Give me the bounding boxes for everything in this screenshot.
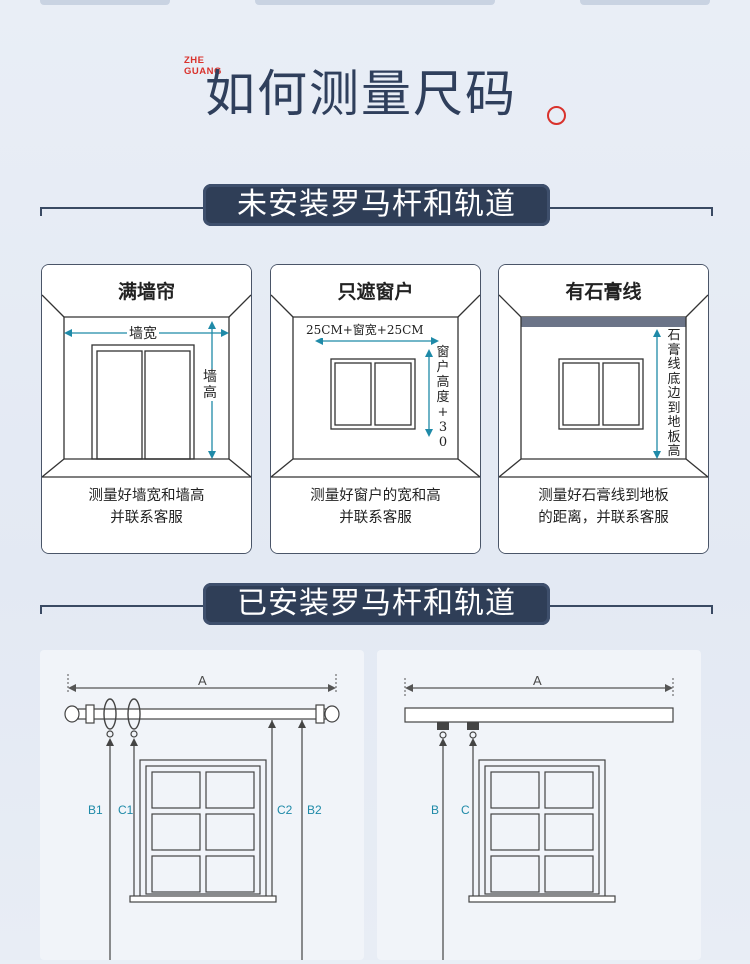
section2-divider-right-tick — [711, 605, 713, 614]
wall-height-label: 墙高 — [202, 369, 218, 401]
section2-divider-left — [40, 605, 205, 607]
card-window-only-title: 只遮窗户 — [337, 281, 414, 303]
card-full-wall: 满墙帘 墙宽 墙高 测量好墙宽和墙高 并联系客服 — [41, 264, 252, 554]
plaster-line-room-drawing — [499, 265, 708, 553]
window-height-label: 窗户高度+30 — [436, 345, 450, 450]
section1-divider-left-tick — [40, 207, 42, 216]
top-decoration-center — [255, 0, 495, 5]
full-wall-room-drawing — [42, 265, 251, 553]
card-plaster-line-title: 有石膏线 — [565, 281, 642, 303]
track-measure-panel: A B C — [377, 650, 701, 960]
section2-divider-left-tick — [40, 605, 42, 614]
wall-width-label: 墙宽 — [127, 323, 159, 343]
top-decoration-left — [40, 0, 170, 5]
page-title: 如何测量尺码 — [205, 65, 517, 123]
card-plaster-line-desc: 测量好石膏线到地板 的距离，并联系客服 — [538, 488, 669, 526]
card-plaster-line: 有石膏线 石膏线底边到地板高 测量好石膏线到地板 的距离，并联系客服 — [498, 264, 709, 554]
brand-logo-text: ZHE GUANG — [184, 55, 222, 77]
rod-measure-panel: A B1 C1 C2 B2 — [40, 650, 364, 960]
rod-label-b2: B2 — [307, 803, 322, 817]
roman-rod-drawing — [64, 674, 340, 960]
section1-divider-right-tick — [711, 207, 713, 216]
section1-divider-right — [548, 207, 713, 209]
card-full-wall-title: 满墙帘 — [117, 281, 175, 303]
rod-label-b1: B1 — [88, 803, 103, 817]
track-width-label-a: A — [533, 673, 542, 688]
section1-title: 未安装罗马杆和轨道 — [203, 184, 550, 226]
rod-label-c2: C2 — [277, 803, 293, 817]
window-only-room-drawing — [271, 265, 480, 553]
curtain-track-drawing — [404, 678, 674, 960]
plaster-height-label: 石膏线底边到地板高 — [667, 328, 681, 459]
card-full-wall-desc: 测量好墙宽和墙高 并联系客服 — [88, 488, 205, 526]
window-width-label: 25CM+窗宽+25CM — [304, 321, 426, 338]
title-red-circle-decoration — [547, 106, 566, 125]
section2-title: 已安装罗马杆和轨道 — [203, 583, 550, 625]
top-decoration-right — [580, 0, 710, 5]
rod-width-label-a: A — [198, 673, 207, 688]
rod-label-c1: C1 — [118, 803, 134, 817]
track-label-b: B — [431, 803, 440, 817]
section2-divider-right — [548, 605, 713, 607]
card-window-only: 只遮窗户 25CM+窗宽+25CM 窗户高度+30 测量好窗户的宽和高 并联系客… — [270, 264, 481, 554]
section1-divider-left — [40, 207, 205, 209]
card-window-only-desc: 测量好窗户的宽和高 并联系客服 — [310, 488, 441, 526]
track-label-c: C — [461, 803, 470, 817]
